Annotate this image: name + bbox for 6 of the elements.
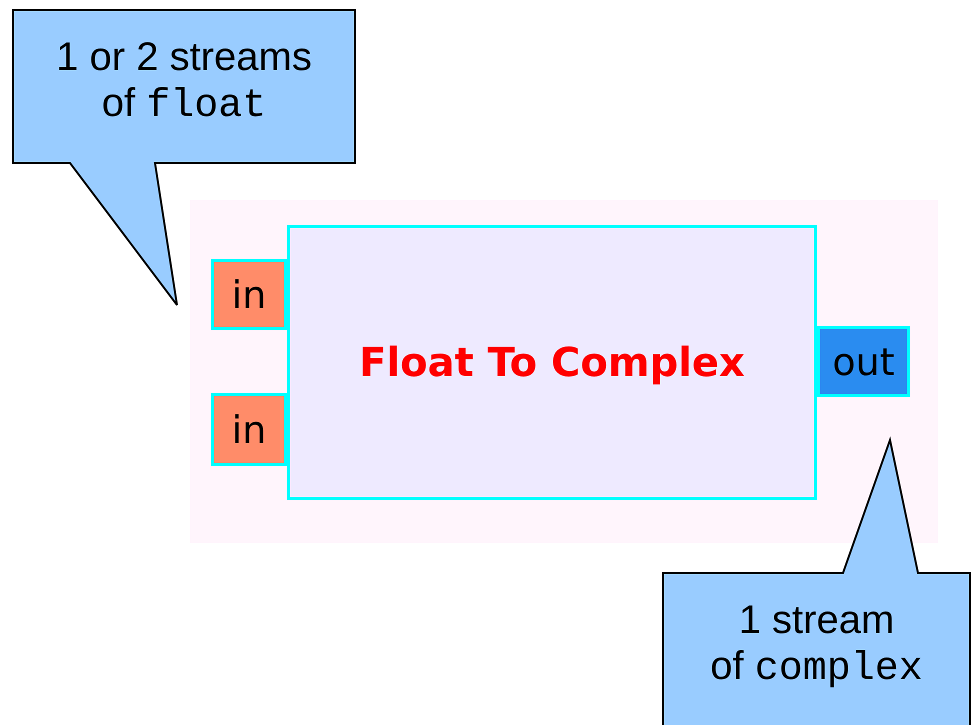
output-port: out (817, 326, 910, 397)
callout-text: 1 or 2 streams of float (55, 34, 313, 130)
block-title: Float To Complex (287, 225, 817, 500)
input-port: in (211, 259, 287, 330)
block-background (190, 200, 938, 543)
input-port: in (211, 393, 287, 466)
